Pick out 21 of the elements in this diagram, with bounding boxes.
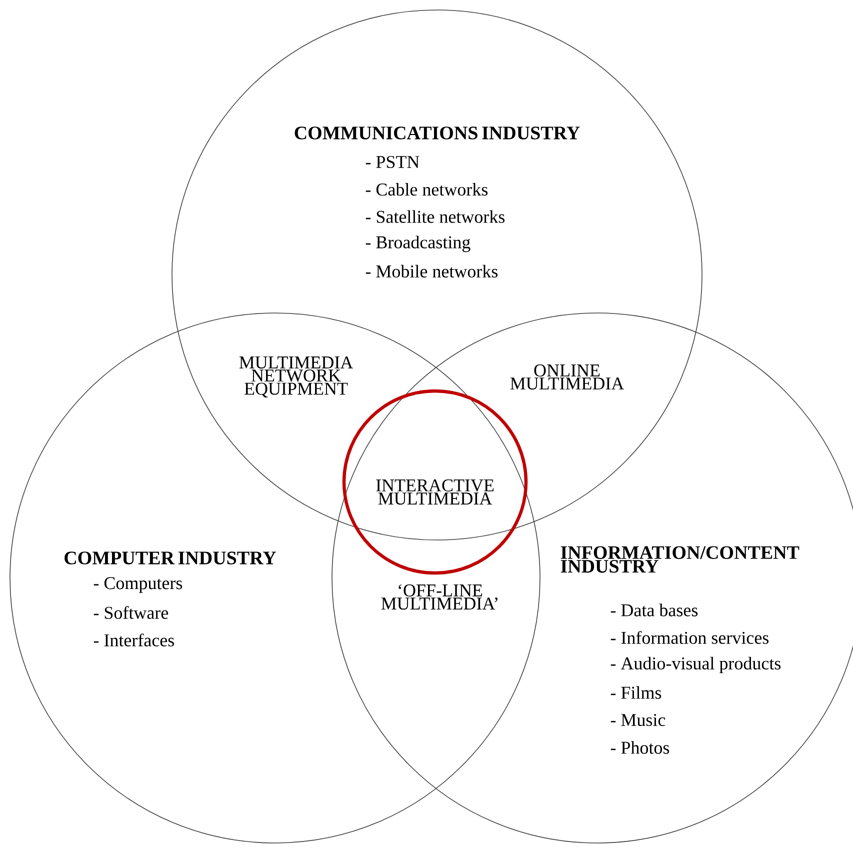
list-item: - PSTN — [366, 156, 420, 168]
list-item: - Interfaces — [94, 634, 174, 646]
category-heading: COMMUNICATIONS INDUSTRY — [294, 126, 580, 140]
list-item: - Software — [94, 606, 168, 619]
list-item: - Cable networks — [366, 182, 488, 196]
category-heading: INFORMATION/CONTENT INDUSTRY — [560, 546, 800, 573]
region-label: ONLINE MULTIMEDIA — [510, 364, 624, 390]
list-item: - Audio-visual products — [610, 656, 781, 674]
list-item: - Computers — [94, 577, 182, 593]
category-heading: COMPUTER INDUSTRY — [64, 552, 276, 564]
list-item: - Music — [610, 714, 666, 726]
region-label: MULTIMEDIA NETWORK EQUIPMENT — [239, 356, 354, 398]
list-item: - Information services — [610, 631, 769, 644]
list-item: - Broadcasting — [366, 236, 470, 252]
region-label: ‘OFF-LINE MULTIMEDIA’ — [381, 584, 498, 610]
list-item: - Data bases — [610, 604, 698, 616]
list-item: - Mobile networks — [366, 264, 498, 278]
list-item: - Satellite networks — [366, 210, 505, 223]
circle-label: INTERACTIVE MULTIMEDIA — [376, 479, 494, 505]
list-item: - Films — [610, 686, 662, 699]
list-item: - Photos — [610, 741, 670, 754]
